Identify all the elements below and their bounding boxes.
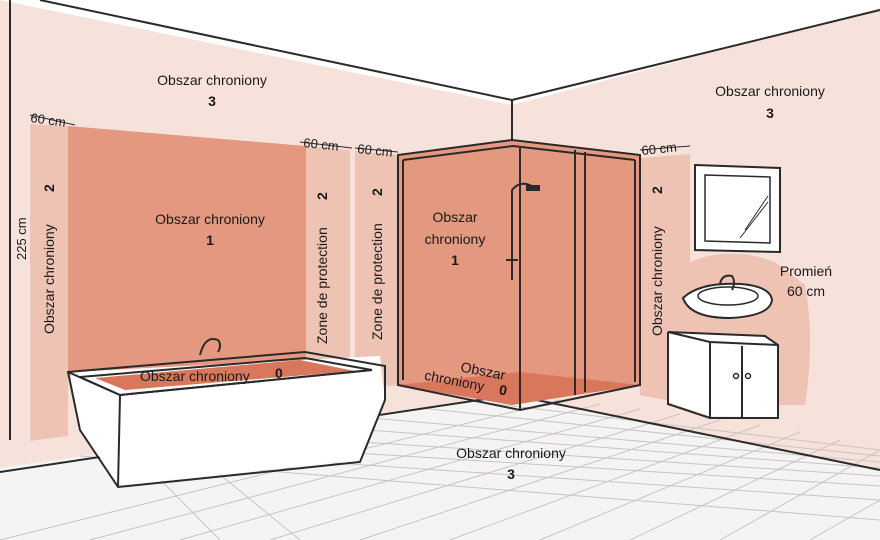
zone1-wall-number: 1 — [206, 232, 214, 248]
zone3-left-wall-number: 3 — [208, 93, 216, 109]
zone2-shower-vertical-label: Zone de protection — [369, 223, 385, 340]
zone1-wall-area — [68, 126, 306, 376]
zone2-mid-vertical-label: Zone de protection — [314, 227, 330, 344]
left-60cm-label: 60 cm — [30, 110, 67, 130]
zone1-wall-label: Obszar chroniony — [155, 211, 265, 227]
zone3-left-wall-label: Obszar chroniony — [157, 72, 267, 88]
zone2-left-vertical-label: Obszar chroniony — [41, 224, 57, 334]
floor — [0, 395, 880, 540]
floor-tiles — [0, 399, 880, 540]
radius-label-line1: Promień — [780, 263, 832, 279]
zone0-bath-label: Obszar chroniony — [140, 368, 250, 384]
right-60cm-label: 60 cm — [641, 139, 678, 158]
zone2-shower-band — [355, 151, 398, 390]
zone0-bath-number: 0 — [275, 365, 283, 381]
ceiling-line-right — [511, 9, 880, 101]
floor-line-right — [511, 394, 880, 471]
mirror — [694, 163, 781, 254]
cabinet — [667, 331, 779, 419]
zone3-floor-label: Obszar chroniony — [456, 445, 566, 461]
radius-label-line2: 60 cm — [787, 283, 825, 299]
zone3-right-wall-label: Obszar chroniony — [715, 83, 825, 99]
zone3-floor-number: 3 — [507, 466, 515, 482]
zone2-left-band — [30, 124, 68, 441]
mid-60cm-label-a: 60 cm — [303, 135, 340, 154]
zone1-shower-label-line1: Obszar — [432, 209, 477, 225]
ceiling-line-left — [39, 0, 513, 101]
height-dimension-label: 225 cm — [14, 217, 29, 260]
zone2-shower-vertical-number: 2 — [369, 188, 385, 196]
zone1-shower-number: 1 — [451, 252, 459, 268]
zone2-right-vertical-number: 2 — [649, 186, 665, 194]
zone1-shower-label-line2: chroniony — [425, 231, 486, 247]
sink — [681, 274, 774, 320]
shower-enclosure — [397, 138, 641, 412]
zone2-left-vertical-number: 2 — [41, 184, 57, 192]
bathtub — [66, 338, 386, 489]
zone2-mid-vertical-number: 2 — [314, 192, 330, 200]
zone2-mid-band — [306, 146, 350, 404]
zone3-right-wall-number: 3 — [766, 105, 774, 121]
zone2-right-vertical-label: Obszar chroniony — [649, 226, 665, 336]
zone0-shower-number: 0 — [498, 381, 509, 398]
mid-60cm-label-b: 60 cm — [357, 141, 394, 160]
bathtub-zone0 — [95, 360, 355, 390]
